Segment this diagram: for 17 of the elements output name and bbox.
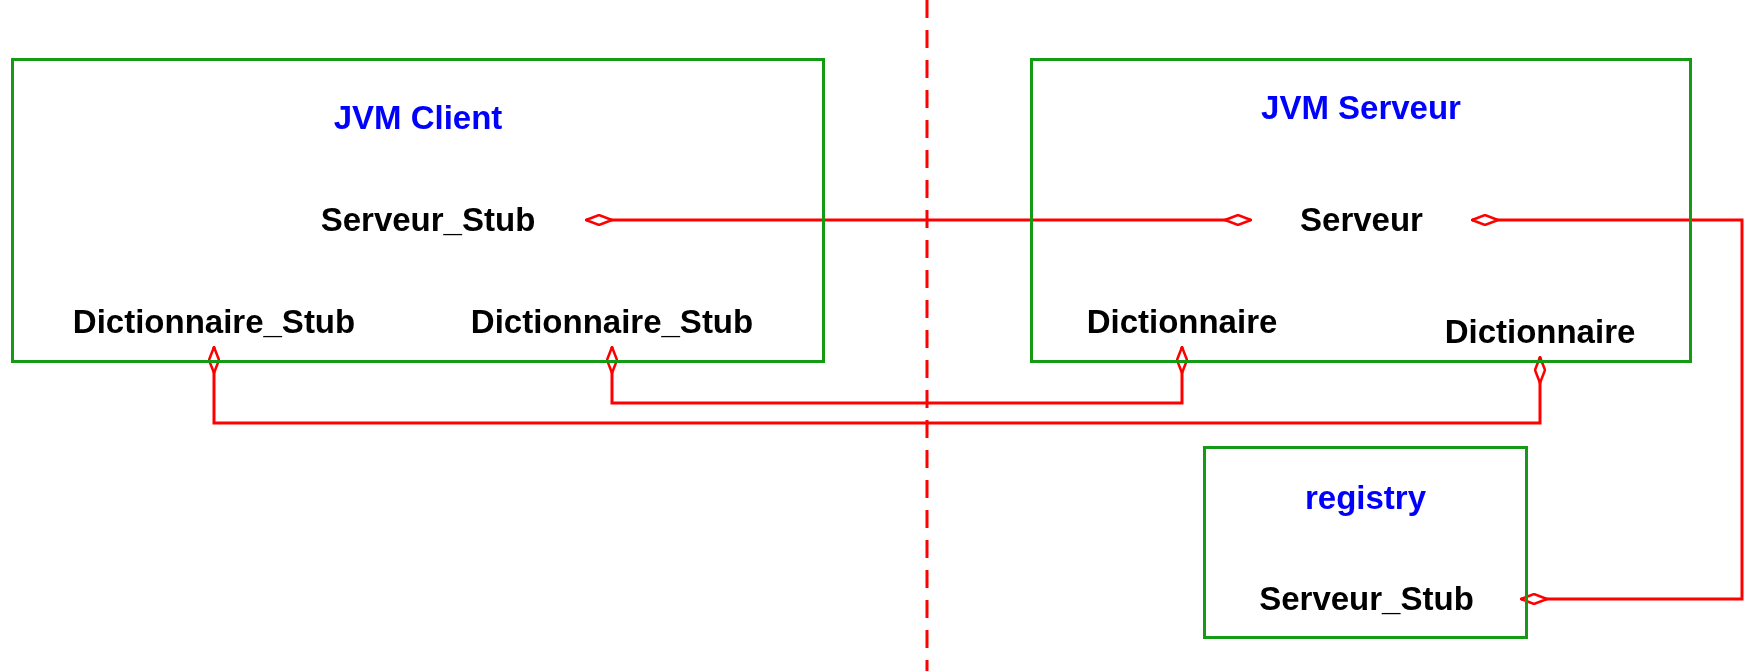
group-title: JVM Serveur <box>1260 89 1462 127</box>
component-label: Dictionnaire_Stub <box>34 296 394 347</box>
group-frame <box>11 58 825 363</box>
group-title: JVM Client <box>332 99 504 137</box>
group-title: registry <box>1303 479 1428 517</box>
component-label: Serveur_Stub <box>1212 577 1521 621</box>
group-frame <box>1030 58 1692 363</box>
component-label: Serveur <box>1251 198 1472 242</box>
component-label: Dictionnaire_Stub <box>442 296 782 347</box>
component-label: Dictionnaire <box>1057 296 1307 347</box>
component-label: Dictionnaire <box>1415 307 1665 357</box>
connector-line <box>584 213 1253 227</box>
group-frame <box>1203 446 1528 639</box>
connector-line <box>207 345 1547 425</box>
connector-line <box>1470 213 1744 606</box>
connector-line <box>605 345 1189 405</box>
component-label: Serveur_Stub <box>270 198 586 242</box>
